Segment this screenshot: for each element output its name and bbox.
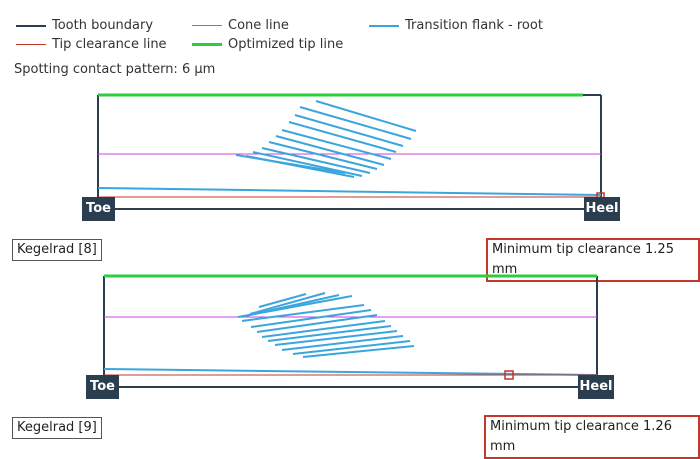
tooth-boundary [97, 95, 602, 210]
transition-flank-root [97, 187, 602, 196]
legend-label: Transition flank - root [405, 18, 543, 33]
contact-stroke [261, 147, 371, 174]
contact-stroke [267, 325, 392, 342]
legend-label: Tip clearance line [52, 37, 167, 52]
min-tip-clearance-label: Minimum tip clearance 1.26 mm [484, 415, 700, 459]
tooth-contact-plot [97, 93, 605, 210]
contact-stroke [261, 320, 386, 338]
contact-stroke [281, 129, 392, 160]
contact-stroke [249, 292, 326, 315]
contact-stroke [274, 330, 398, 346]
legend-label: Cone line [228, 18, 289, 33]
contact-stroke [237, 295, 353, 318]
transition-flank-swatch [369, 25, 399, 27]
heel-label: Heel [584, 197, 620, 221]
contact-stroke [235, 154, 346, 174]
tooth-boundary [103, 276, 598, 388]
contact-pattern [235, 100, 417, 178]
cone-line-swatch [192, 25, 222, 26]
gear-name-label: Kegelrad [8] [12, 239, 102, 261]
contact-stroke [275, 135, 385, 166]
tip-clearance-swatch [16, 44, 46, 45]
contact-pattern-subtitle: Spotting contact pattern: 6 µm [14, 62, 216, 77]
tooth-panel-kegelrad-9: Toe Heel Kegelrad [9] Minimum tip cleara… [0, 265, 700, 459]
contact-stroke [268, 141, 378, 170]
contact-stroke [302, 345, 415, 358]
legend-label: Tooth boundary [52, 18, 154, 33]
legend-label: Optimized tip line [228, 37, 344, 52]
tooth-boundary-swatch [16, 25, 46, 27]
contact-stroke [315, 100, 417, 132]
contact-stroke [241, 304, 365, 322]
tooth-contact-plot [103, 274, 598, 388]
contact-stroke [292, 340, 411, 355]
contact-pattern [237, 292, 415, 358]
transition-flank-root [103, 368, 598, 376]
contact-stroke [294, 114, 404, 147]
toe-label: Toe [86, 375, 119, 399]
contact-stroke [299, 106, 412, 140]
tooth-panel-kegelrad-8: Toe Heel Kegelrad [8] Minimum tip cleara… [0, 85, 700, 282]
contact-stroke [250, 309, 372, 328]
contact-stroke [256, 314, 378, 333]
legend: Tooth boundary Cone line Transition flan… [16, 16, 696, 56]
contact-stroke [258, 293, 307, 308]
contact-stroke [281, 335, 404, 351]
heel-label: Heel [578, 375, 614, 399]
contact-stroke [288, 121, 397, 153]
optimized-tip-swatch [192, 43, 222, 46]
toe-label: Toe [82, 197, 115, 221]
gear-name-label: Kegelrad [9] [12, 417, 102, 439]
min-clearance-marker [504, 370, 514, 380]
